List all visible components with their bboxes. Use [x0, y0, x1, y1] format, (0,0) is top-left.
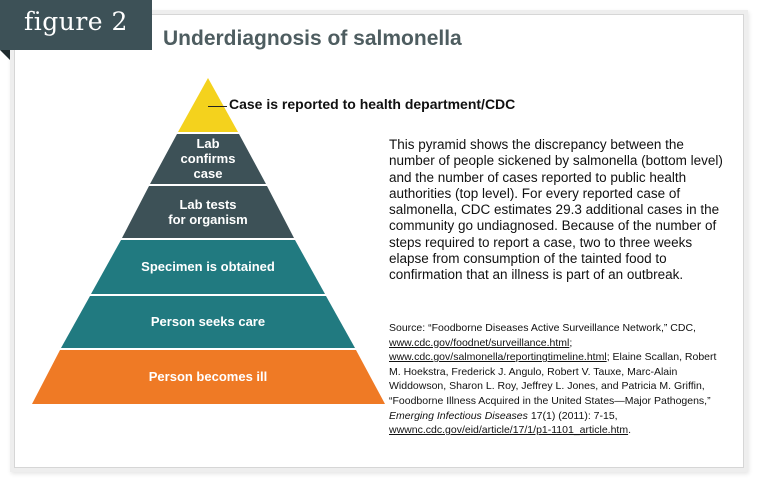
- source-citation: Source: “Foodborne Diseases Active Surve…: [389, 321, 729, 438]
- source-journal: Emerging Infectious Diseases: [389, 409, 528, 422]
- figure-tag: figure 2: [0, 0, 152, 50]
- layer-label-becomes-ill: Person becomes ill: [148, 369, 268, 384]
- source-link-reporting-timeline[interactable]: www.cdc.gov/salmonella/reportingtimeline…: [389, 351, 607, 364]
- source-end: .: [628, 424, 632, 437]
- top-label-leader-line: [208, 106, 227, 107]
- source-sep: ;: [569, 336, 573, 349]
- layer-label-specimen: Specimen is obtained: [141, 259, 275, 274]
- figure-title: Underdiagnosis of salmonella: [163, 27, 462, 50]
- figure-tag-label: figure 2: [24, 7, 128, 36]
- pyramid-level-becomes-ill: [32, 350, 385, 404]
- pyramid-level-top: [178, 78, 238, 132]
- source-authors: ; Elaine Scallan, Robert M. Hoekstra, Fr…: [389, 351, 717, 407]
- pyramid-level-lab-confirms: [150, 134, 266, 184]
- figure-tag-fold: [0, 50, 10, 60]
- source-prefix: Source: “Foodborne Diseases Active Surve…: [389, 322, 696, 334]
- pyramid-level-lab-tests: [122, 186, 294, 238]
- source-cite: 17(1) (2011): 7-15,: [527, 409, 618, 422]
- source-link-article[interactable]: wwwnc.cdc.gov/eid/article/17/1/p1-1101_a…: [389, 424, 629, 437]
- pyramid-description: This pyramid shows the discrepancy betwe…: [389, 137, 723, 283]
- pyramid-level-specimen: [91, 240, 325, 294]
- pyramid-level-seeks-care: [61, 296, 355, 348]
- pyramid-top-label: Case is reported to health department/CD…: [229, 96, 516, 112]
- source-link-foodnet[interactable]: www.cdc.gov/foodnet/surveillance.html: [389, 336, 570, 349]
- layer-label-seeks-care: Person seeks care: [150, 314, 266, 329]
